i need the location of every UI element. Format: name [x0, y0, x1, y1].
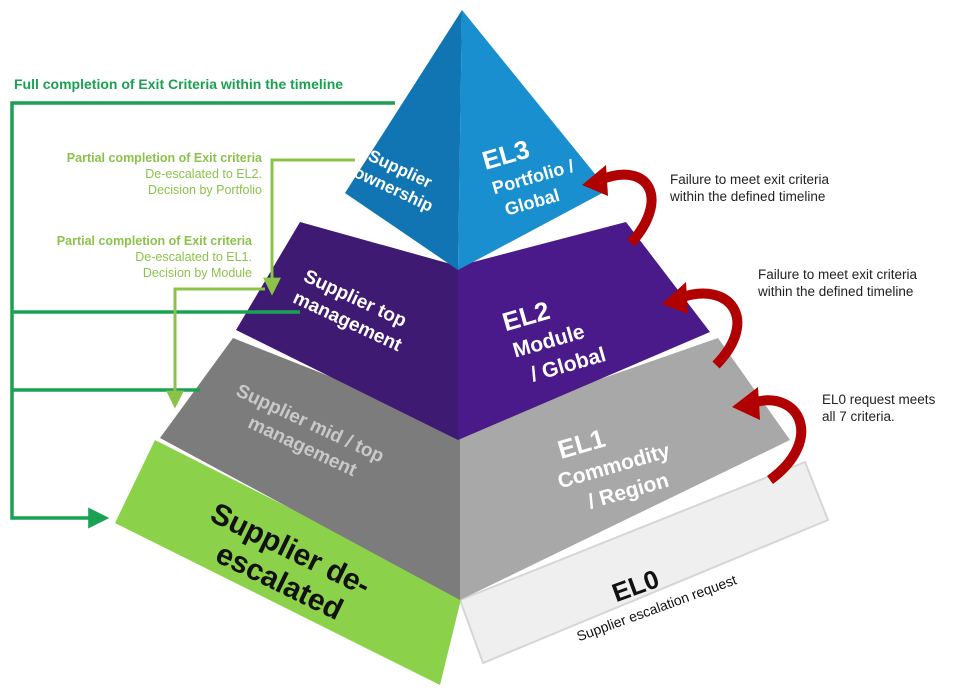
el0-request-line1: EL0 request meets [822, 392, 936, 407]
partial-el2-line3: Decision by Portfolio [148, 183, 262, 197]
partial-el1-line [166, 287, 265, 409]
partial-el2-note: Partial completion of Exit criteria De-e… [22, 150, 262, 198]
failure-el3-line2: within the defined timeline [670, 189, 826, 204]
el3-right-face [458, 10, 608, 270]
partial-el2-line2: De-escalated to EL2. [145, 167, 262, 181]
escalation-arrow-el2-to-el3 [582, 165, 657, 247]
failure-el2-line1: Failure to meet exit criteria [758, 267, 918, 282]
partial-el2-line [263, 158, 355, 296]
escalation-arrow-el1-to-el2 [662, 282, 743, 369]
partial-el2-line1: Partial completion of Exit criteria [66, 151, 262, 165]
failure-el3-line1: Failure to meet exit criteria [670, 172, 830, 187]
failure-el3-note: Failure to meet exit criteria within the… [670, 171, 829, 205]
full-completion-note: Full completion of Exit Criteria within … [14, 76, 344, 92]
partial-el1-note: Partial completion of Exit criteria De-e… [12, 233, 252, 281]
deescalated-box [115, 440, 462, 685]
el3-left-face [345, 10, 462, 270]
failure-el2-note: Failure to meet exit criteria within the… [758, 266, 917, 300]
partial-el1-line3: Decision by Module [142, 266, 252, 280]
el0-request-note: EL0 request meets all 7 criteria. [822, 391, 935, 425]
el2-left-face [236, 222, 458, 440]
el0-request-line2: all 7 criteria. [822, 409, 895, 424]
escalation-arrow-el0-to-el1 [732, 387, 807, 485]
partial-el1-line1: Partial completion of Exit criteria [56, 234, 252, 248]
failure-el2-line2: within the defined timeline [758, 284, 914, 299]
partial-el1-line2: De-escalated to EL1. [135, 250, 252, 264]
el0-box [458, 460, 830, 665]
el2-right-face [458, 222, 710, 440]
